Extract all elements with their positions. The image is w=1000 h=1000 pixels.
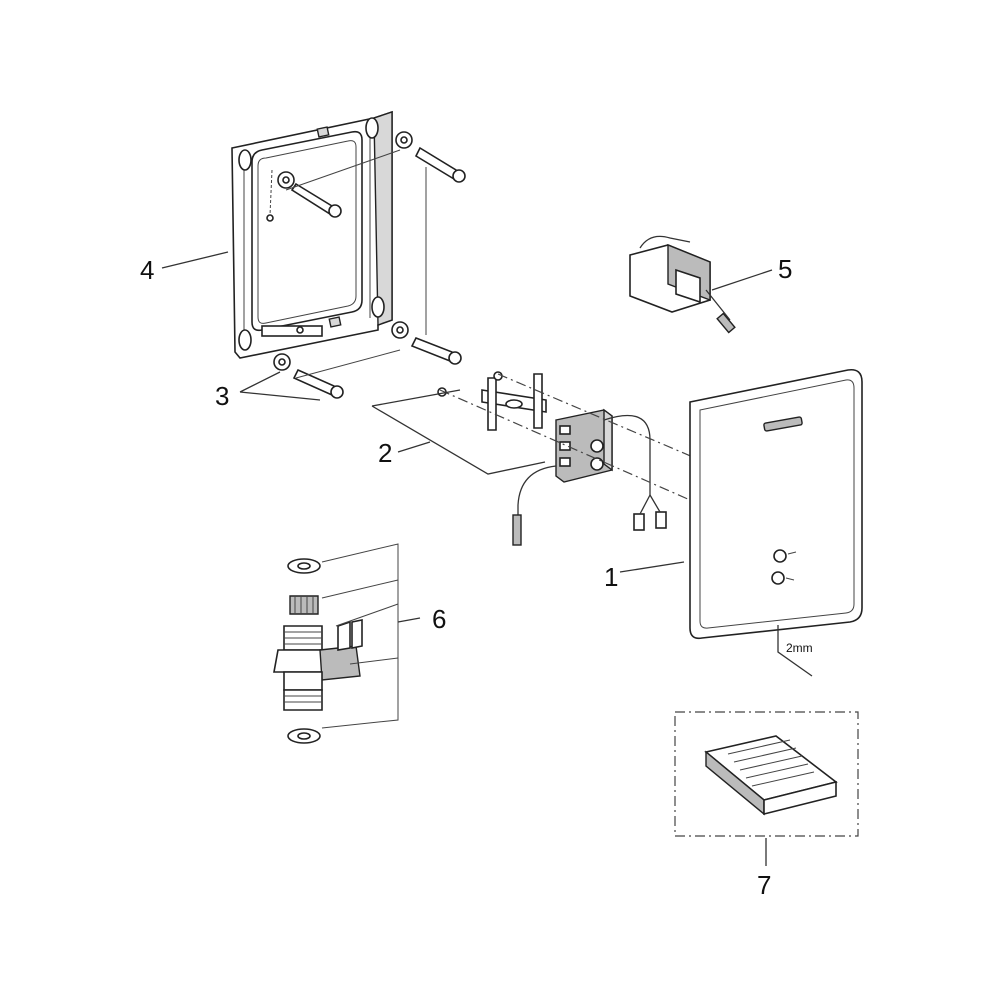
leader-6 [397,617,421,623]
leader-6-ticks [321,579,399,665]
mounting-frame [231,110,393,359]
callout-4: 4 [140,255,154,285]
leader-3 [239,371,321,401]
leader-5 [711,269,773,291]
brand-logo [763,416,803,432]
hex-key: 2mm [777,625,813,677]
screw-lower-right [391,321,462,365]
screw-guide-line-3 [285,149,401,191]
strainer [289,595,319,615]
terminal-block [512,408,667,546]
leader-6-bracket [321,543,399,729]
remote-control-box [674,711,859,837]
leader-2 [397,441,431,453]
cover-plate [689,368,863,640]
leader-4 [161,251,229,269]
solenoid-valve-assembly [273,558,363,744]
callout-1: 1 [604,562,618,592]
callout-3: 3 [215,381,229,411]
power-supply-unit [629,235,736,334]
sensor-window-bottom [771,571,785,585]
screw-upper-right [395,131,466,183]
hex-key-label: 2mm [786,641,813,655]
terminal-bracket [437,371,547,431]
thread-lower [283,689,323,711]
callout-7: 7 [757,870,771,900]
assembly-axis-2 [497,373,701,461]
callout-2: 2 [378,438,392,468]
assembly-axis-1 [439,389,691,501]
leader-1 [619,561,685,573]
screw-guide-line-2 [295,349,401,379]
callout-6: 6 [432,604,446,634]
remote-frame [674,711,859,837]
sensor-window-top [773,549,787,563]
screw-lower-left [273,353,344,399]
callout-5: 5 [778,254,792,284]
screw-upper-left [277,171,342,218]
leader-2-bracket [371,389,546,475]
